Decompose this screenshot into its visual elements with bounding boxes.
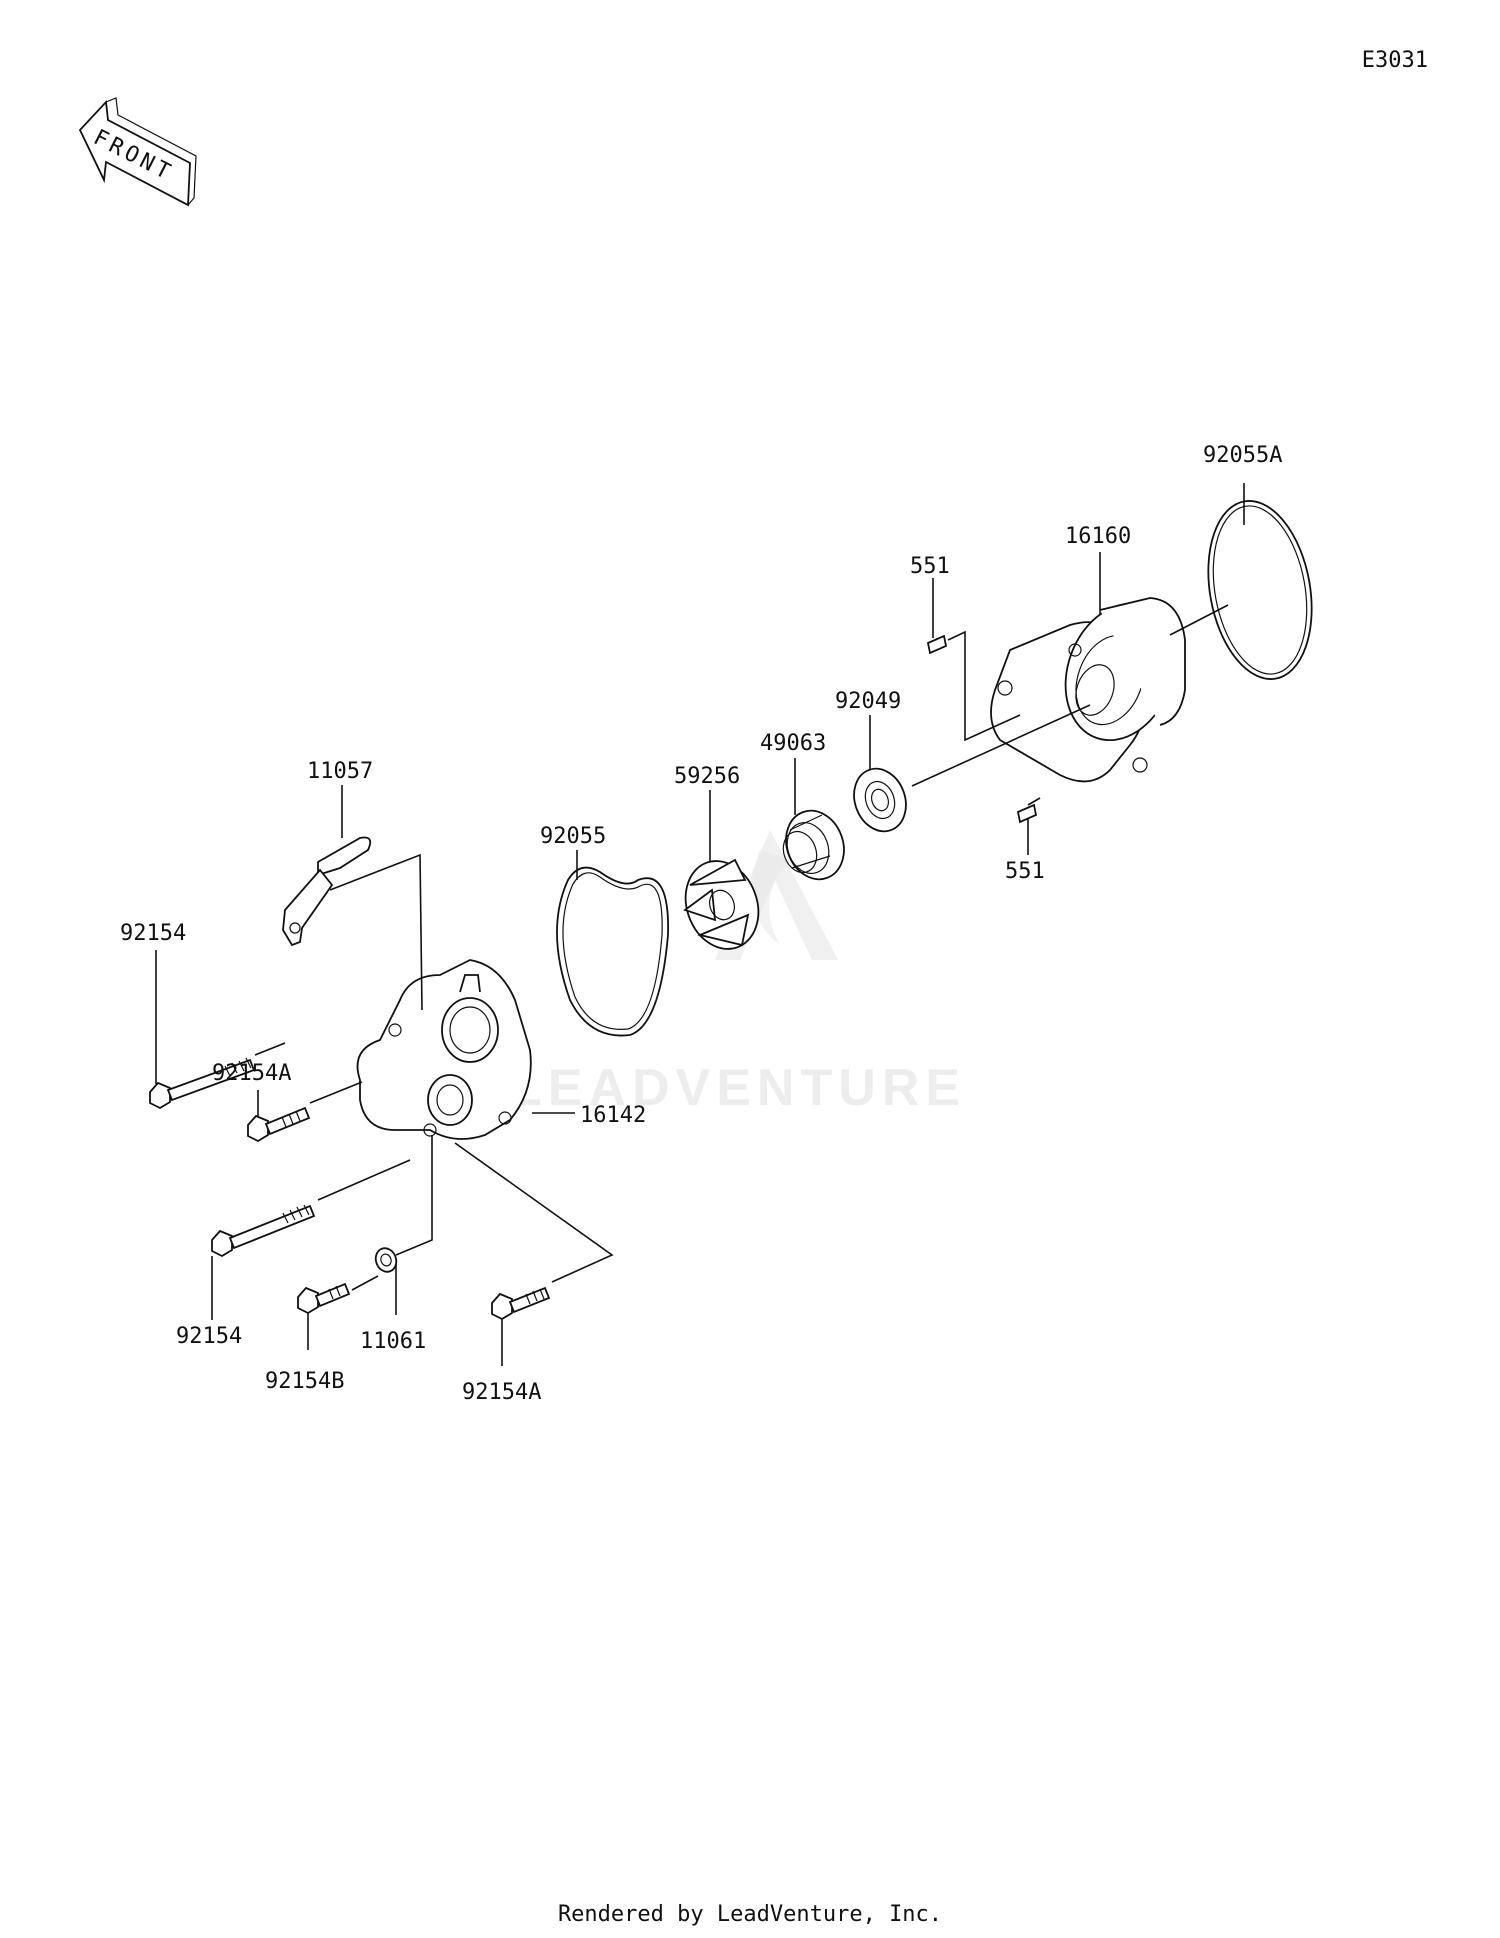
part-label-16160[interactable]: 16160 [1065,524,1131,549]
o-ring-icon[interactable] [556,866,669,1037]
part-label-92154A-top[interactable]: 92154A [212,1061,291,1086]
part-label-92154-bottom[interactable]: 92154 [176,1324,242,1349]
part-label-16142[interactable]: 16142 [580,1103,646,1128]
impeller-icon[interactable] [674,851,771,960]
dowel-pin-icon[interactable] [1016,803,1038,824]
part-label-92154A-bottom[interactable]: 92154A [462,1380,541,1405]
bolt-icon[interactable] [247,1106,311,1143]
oil-seal-icon[interactable] [846,761,915,838]
part-label-11057[interactable]: 11057 [307,759,373,784]
part-label-92154-top[interactable]: 92154 [120,921,186,946]
part-label-92049[interactable]: 92049 [835,689,901,714]
rendered-by-footer: Rendered by LeadVenture, Inc. [557,1902,943,1927]
mechanical-seal-icon[interactable] [777,803,854,888]
part-label-551-top[interactable]: 551 [910,554,950,579]
part-label-92154B[interactable]: 92154B [265,1369,344,1394]
pump-cover-icon[interactable] [356,959,532,1140]
pump-body-icon[interactable] [990,588,1193,783]
bolt-icon[interactable] [491,1286,551,1321]
bracket-icon[interactable] [282,836,372,947]
diagram-code: E3031 [1361,48,1428,73]
washer-icon[interactable] [372,1245,399,1274]
bolt-icon[interactable] [211,1204,316,1258]
part-label-92055A[interactable]: 92055A [1203,443,1282,468]
part-label-59256[interactable]: 59256 [674,764,740,789]
o-ring-icon[interactable] [1195,493,1325,688]
leader-lines [155,483,1245,1366]
watermark-text: LEADVENTURE [510,1059,966,1117]
part-label-92055[interactable]: 92055 [540,824,606,849]
part-label-49063[interactable]: 49063 [760,731,826,756]
bolt-icon[interactable] [297,1282,351,1315]
part-label-551-bottom[interactable]: 551 [1005,859,1045,884]
front-direction-arrow-icon: FRONT [78,97,197,207]
dowel-pin-icon[interactable] [926,634,948,655]
part-label-11061[interactable]: 11061 [360,1329,426,1354]
bolt-icon[interactable] [149,1057,256,1110]
